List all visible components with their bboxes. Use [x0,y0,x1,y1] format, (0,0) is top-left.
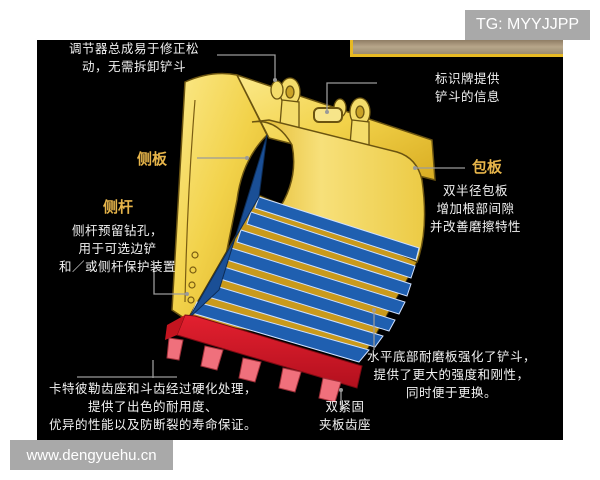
callout-clamp-adapter-text: 双紧固 夹板齿座 [319,399,372,432]
bucket-illustration [77,54,465,410]
watermark-website: www.dengyuehu.cn [10,440,173,470]
callout-wrapper-heading: 包板 [472,158,503,176]
callout-teeth-text: 卡特彼勒齿座和斗齿经过硬化处理， 提供了出色的耐用度、 优异的性能以及防断裂的寿… [49,381,258,432]
side-plate-shape [171,72,268,321]
callout-wear-plates-text: 水平底部耐磨板强化了铲斗， 提供了更大的强度和刚性， 同时便于更换。 [367,349,537,400]
diagram-panel: 调节器总成易于修正松 动，无需拆卸铲斗 标识牌提供 铲斗的信息 侧板 包板 双半… [37,40,563,440]
cutting-edge-shape [165,314,363,389]
watermark-telegram: TG: MYYJJPP [465,10,590,40]
callout-side-bar-text: 侧杆预留钻孔， 用于可选边铲 和／或侧杆保护装置 [59,223,177,274]
callout-adjuster-text: 调节器总成易于修正松 动，无需拆卸铲斗 [69,41,200,74]
bucket-teeth [166,337,342,403]
wear-plates [191,196,420,363]
photo-inset-strip [350,40,563,57]
leader-lines [77,54,465,410]
nameplate-shape [313,107,343,123]
callout-nameplate-text: 标识牌提供 铲斗的信息 [435,71,501,104]
callout-wrapper-text: 双半径包板 增加根部间隙 并改善磨擦特性 [430,183,522,234]
callout-side-plate-heading: 侧板 [137,150,168,168]
callout-side-bar-heading: 侧杆 [103,198,134,216]
